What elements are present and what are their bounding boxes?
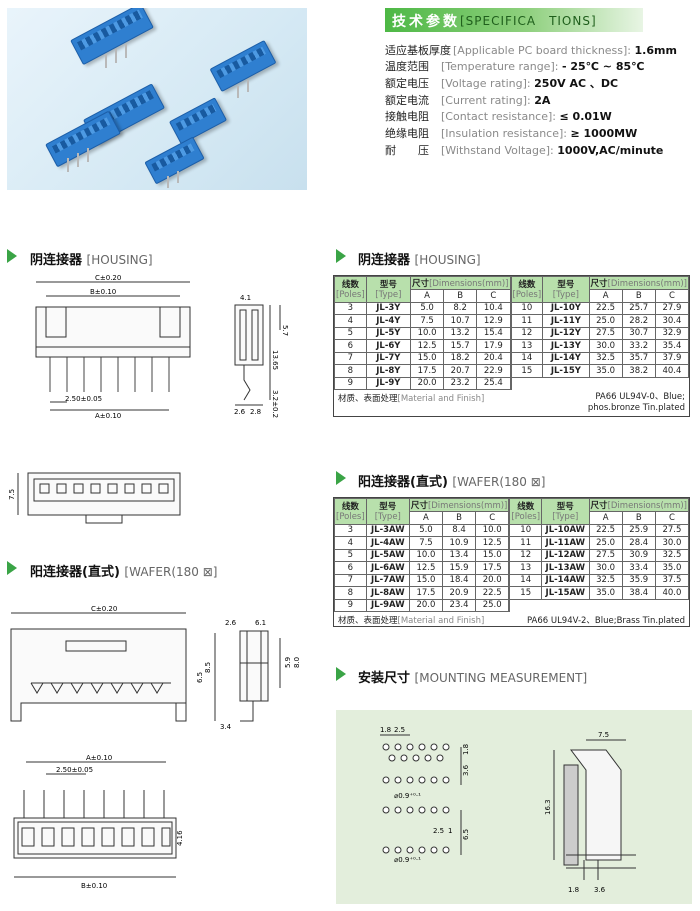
section-arrow-icon [336,667,346,681]
mounting-drawing-panel: 1.8 2.5 1.8 3.6 ⌀0.9⁺⁰·¹ 2.5 1 6.5 ⌀0.9⁺… [336,710,692,904]
svg-text:2.8: 2.8 [250,408,261,416]
wafer-material: 材质、表面处理[Material and Finish] PA66 UL94V-… [338,616,685,626]
spec-title-cn: 技术参数 [392,14,460,30]
svg-text:3.4: 3.4 [220,723,232,731]
spec-row: 温度范围[Temperature range]: - 25℃ ~ 85℃ [385,60,645,73]
wafer-side-drawing: 2.6 6.1 6.5 8.5 5.9 8.0 3.4 [196,619,301,731]
svg-text:B±0.10: B±0.10 [81,882,107,890]
svg-text:16.3: 16.3 [544,799,552,815]
section-arrow-icon [7,561,17,575]
section-wafer-right: 阳连接器(直式) [WAFER(180 ⊠] [358,475,546,490]
svg-text:2.6: 2.6 [234,408,246,416]
spec-row: 接触电阻[Contact resistance]: ≤ 0.01W [385,110,612,123]
section-arrow-icon [7,249,17,263]
svg-text:⌀0.9⁺⁰·¹: ⌀0.9⁺⁰·¹ [394,792,421,800]
section-arrow-icon [336,471,346,485]
svg-text:3.6: 3.6 [462,764,470,776]
svg-text:2.50±0.05: 2.50±0.05 [65,395,102,403]
spec-row: 额定电压[Voltage rating]: 250V AC 、DC [385,77,619,90]
housing-front-drawing: C±0.20 B±0.10 2.50±0.05 A±0.10 [35,274,191,420]
housing-bottom-drawing: 7.5 [8,472,181,524]
svg-text:6.5: 6.5 [196,672,204,683]
svg-text:3.6: 3.6 [594,886,606,894]
svg-text:1.8: 1.8 [568,886,579,894]
housing-material: 材质、表面处理[Material and Finish] PA66 UL94V-… [338,392,685,413]
svg-text:2.6: 2.6 [225,619,237,627]
spec-title-en: [SPECIFICA TIONS] [460,14,597,28]
svg-text:2.5: 2.5 [433,827,444,835]
svg-text:6.1: 6.1 [255,619,266,627]
spec-row: 适应基板厚度[Applicable PC board thickness]: 1… [385,44,677,57]
svg-text:A±0.10: A±0.10 [95,412,121,420]
section-wafer-left: 阳连接器(直式) [WAFER(180 ⊠] [30,565,218,580]
svg-text:8.5: 8.5 [204,662,212,673]
wafer-bottom-drawing: A±0.10 2.50±0.05 4.16 B±0.10 [13,754,184,890]
section-arrow-icon [336,249,346,263]
wafer-front-drawing: C±0.20 [10,605,187,722]
svg-text:8.0: 8.0 [293,657,301,668]
wafer-table: 线数[Poles] 型号[Type] 尺寸[Dimensions(mm)] 线数… [333,497,690,627]
spec-row: 绝缘电阻[Insulation resistance]: ≥ 1000MW [385,127,638,140]
svg-text:13.65: 13.65 [271,350,279,370]
spec-row: 耐 压[Withstand Voltage]: 1000V,AC/minute [385,144,664,157]
svg-text:2.5: 2.5 [394,726,405,734]
svg-text:C±0.20: C±0.20 [91,605,117,613]
svg-text:1.8: 1.8 [462,744,470,755]
svg-text:B±0.10: B±0.10 [90,288,116,296]
svg-text:3.2±0.2: 3.2±0.2 [271,390,279,418]
svg-text:A±0.10: A±0.10 [86,754,112,762]
svg-text:1: 1 [448,827,452,835]
svg-text:1.8: 1.8 [380,726,391,734]
svg-text:5.7: 5.7 [281,325,289,336]
svg-text:7.5: 7.5 [8,489,16,500]
svg-text:5.9: 5.9 [284,657,292,668]
svg-text:6.5: 6.5 [462,829,470,840]
spec-title-bar [385,8,643,32]
svg-text:7.5: 7.5 [598,731,609,739]
housing-side-drawing: 4.1 5.7 13.65 3.2±0.2 2.6 2.8 [234,294,289,418]
spec-row: 额定电流[Current rating]: 2A [385,94,551,107]
housing-table: 线数[Poles] 型号[Type] 尺寸[Dimensions(mm)] 线数… [333,275,690,417]
mounting-drawing: 1.8 2.5 1.8 3.6 ⌀0.9⁺⁰·¹ 2.5 1 6.5 ⌀0.9⁺… [380,726,636,894]
svg-text:2.50±0.05: 2.50±0.05 [56,766,93,774]
svg-text:4.16: 4.16 [176,830,184,846]
section-mounting: 安装尺寸 [MOUNTING MEASUREMENT] [358,671,588,686]
svg-text:4.1: 4.1 [240,294,251,302]
svg-text:⌀0.9⁺⁰·¹: ⌀0.9⁺⁰·¹ [394,856,421,864]
svg-text:C±0.20: C±0.20 [95,274,121,282]
product-photo [7,8,307,190]
section-housing-left: 阴连接器 [HOUSING] [30,253,153,268]
section-housing-right: 阴连接器 [HOUSING] [358,253,481,268]
